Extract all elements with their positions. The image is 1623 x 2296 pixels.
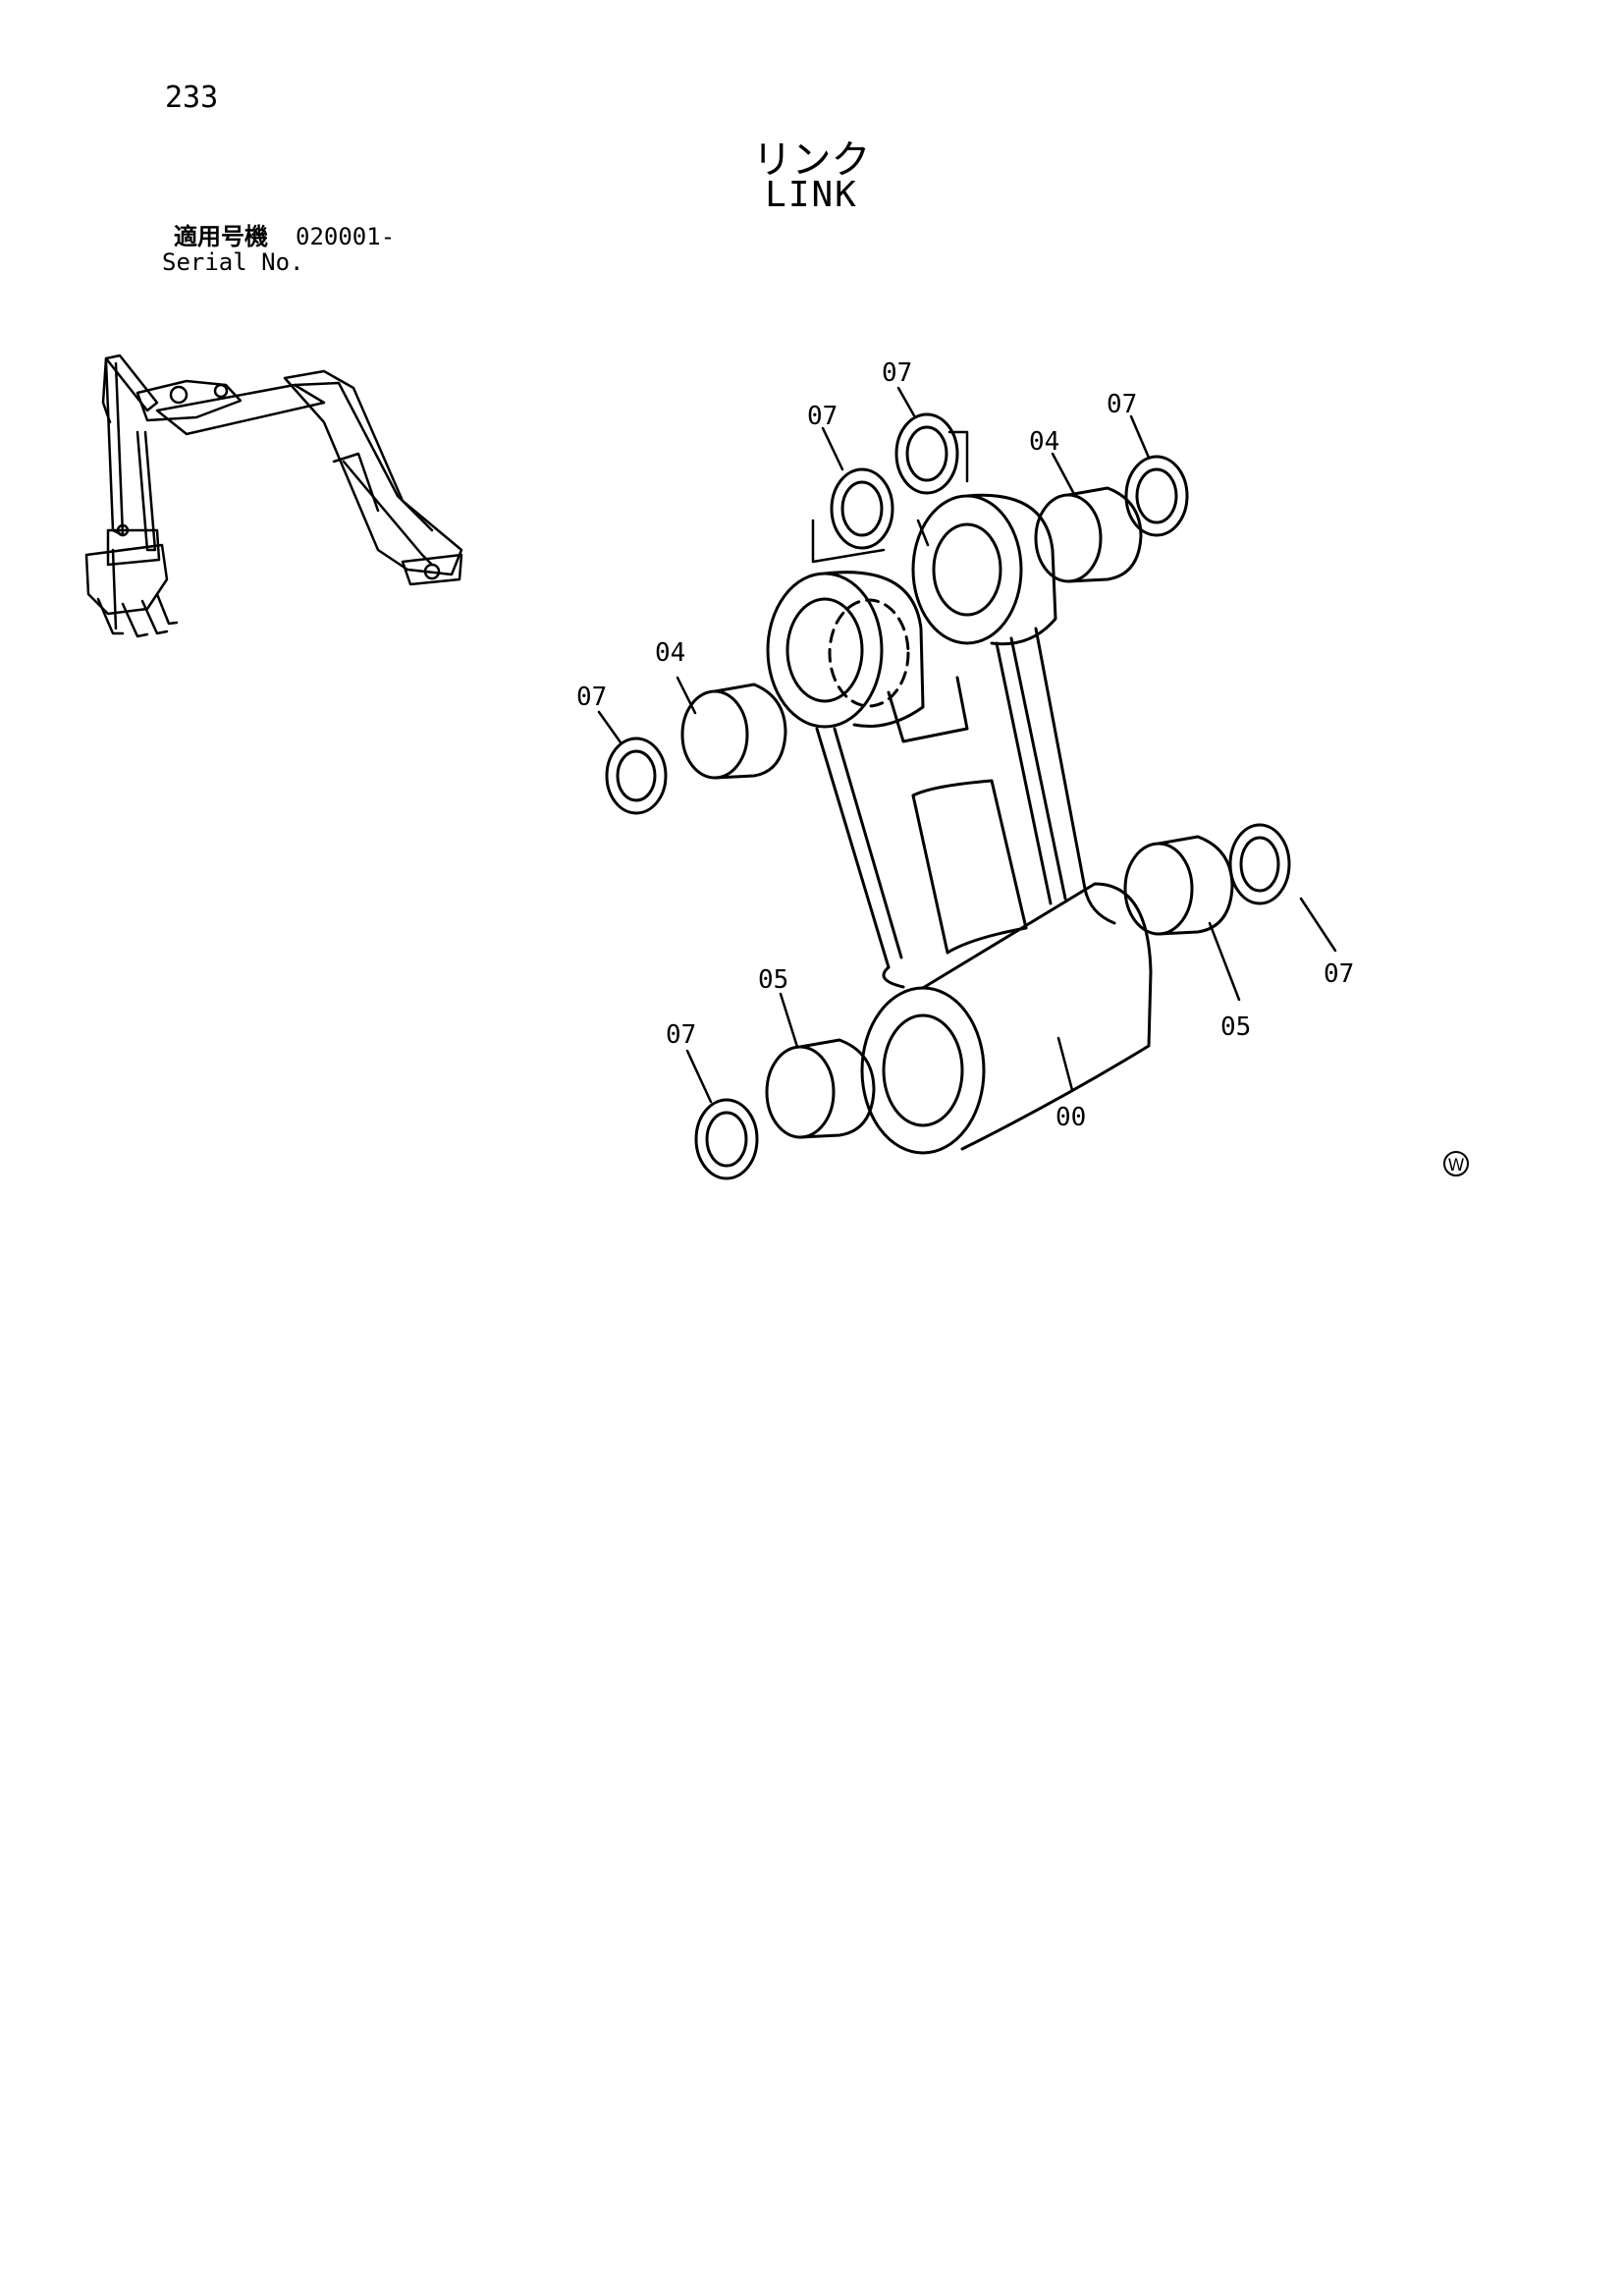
callout-label: 00	[1055, 1103, 1086, 1132]
serial-label-en: Serial No.	[162, 248, 304, 276]
excavator-thumbnail	[84, 354, 463, 638]
callout-label: 07	[666, 1020, 696, 1050]
serial-block: 適用号機 020001- Serial No.	[162, 224, 395, 275]
watermark-symbol: W	[1443, 1151, 1469, 1176]
serial-row-jp: 適用号機 020001-	[162, 224, 395, 249]
page-number: 233	[165, 81, 219, 115]
title-english: LINK	[765, 175, 858, 215]
callout-label: 07	[576, 683, 607, 712]
callout-label: 07	[1324, 959, 1354, 989]
callout-label: 05	[1220, 1012, 1251, 1042]
serial-value: 020001-	[296, 223, 396, 250]
washers-07	[605, 412, 1291, 1180]
callout-labels: 07 07 07 04 04 07 05 07 05 07 00	[576, 358, 1354, 1132]
callout-label: 07	[882, 358, 912, 388]
callout-label: 04	[1029, 427, 1059, 457]
callout-label: 04	[655, 638, 685, 668]
group-brackets	[811, 430, 969, 564]
callout-label: 07	[807, 402, 838, 431]
serial-label-jp: 適用号機	[174, 223, 268, 250]
leader-lines	[597, 386, 1337, 1104]
title-japanese: リンク	[752, 137, 871, 183]
watermark-letter: W	[1448, 1156, 1465, 1175]
callout-label: 07	[1107, 390, 1137, 419]
callout-label: 05	[758, 965, 788, 995]
bushings	[680, 486, 1234, 1139]
link-body	[766, 493, 1153, 1155]
